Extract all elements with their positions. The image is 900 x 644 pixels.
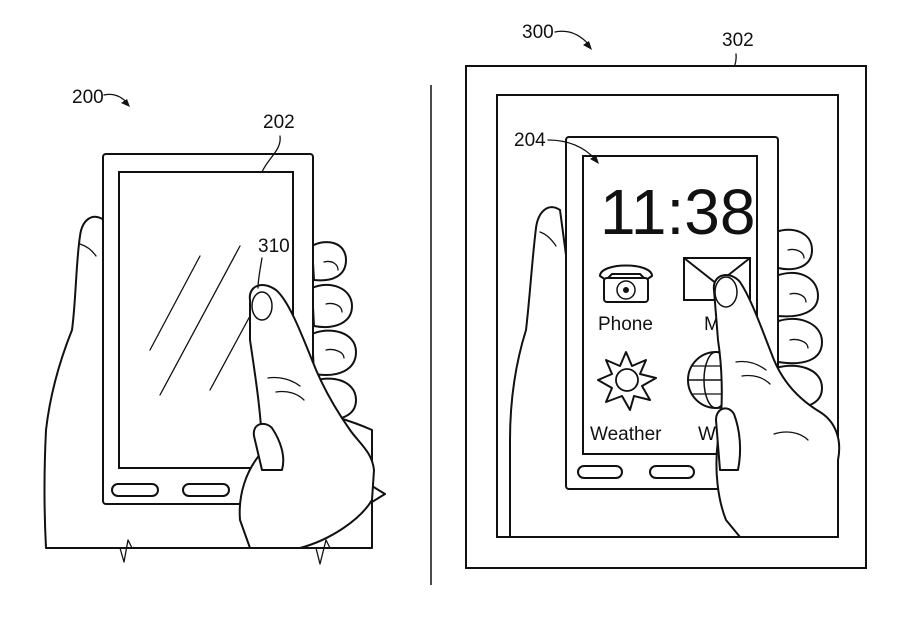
right-thumb-nail-line [539,231,557,247]
right-thumb-tip [715,407,742,471]
right-home-button-2 [649,465,695,479]
screen-glare-line-3 [209,315,251,391]
right-home-button-1 [577,465,623,479]
sun-icon [597,351,657,411]
left-home-button-1 [111,483,159,497]
figure-200: 200 202 [43,87,386,565]
figure-200-ref-number: 200 [72,87,104,108]
left-thumb-nail-line [79,243,97,257]
screen-glare-line-1 [149,255,201,351]
app-label-phone: Phone [598,314,653,335]
screen-204-leader [547,139,597,161]
right-back-fingers [775,228,823,410]
figure-300-arrowhead [583,41,592,50]
left-hand-break-mark-2 [315,539,331,565]
device-202-leader [261,135,281,173]
screen-204-arrowhead [590,155,599,164]
left-home-button-2 [182,483,230,497]
right-fingernail [714,276,738,308]
telephone-icon [599,264,653,303]
screen-204-ref: 204 [514,130,546,151]
screen-glare-line-2 [159,245,241,396]
right-knuckle-line-2 [741,374,771,385]
figure-200-arrowhead [121,99,130,107]
figure-300-ref-number: 300 [522,22,554,43]
left-thumb-tip [252,422,285,471]
figure-300-leader-arrow [554,30,591,47]
clock-time: 11:38 [600,176,755,248]
left-knuckle-line-1 [267,376,301,387]
figure-300: 300 302 11:38 [465,22,867,569]
frame-302-ref: 302 [722,30,754,51]
left-fingernail [251,291,273,321]
left-knuckle-line-2 [275,390,305,401]
app-label-web: W [698,424,716,445]
touch-310-ref: 310 [258,236,290,257]
left-hand-break-mark [119,539,133,563]
device-202-ref: 202 [263,112,295,133]
touch-310-leader [257,257,263,289]
right-knuckle-line-3 [773,431,809,441]
app-label-weather: Weather [590,424,662,445]
right-knuckle-line-1 [735,360,767,371]
